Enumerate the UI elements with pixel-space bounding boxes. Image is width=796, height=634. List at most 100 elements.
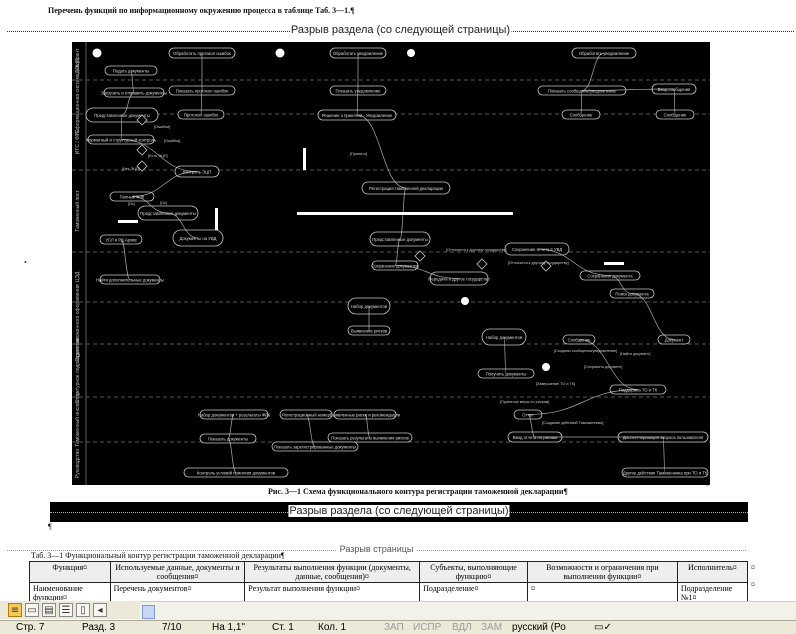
lane-label: Таможенный инспектор: [74, 392, 81, 447]
lane-label: Отдел таможенного оформления: [75, 284, 81, 361]
guard-label: [Ок]: [160, 201, 167, 205]
guard-label: [Принято]: [350, 152, 367, 156]
activity-label: Другие действия Таможенника при ТО и ТК: [623, 470, 708, 475]
cell-executor[interactable]: Подразделение №1¤: [676, 582, 749, 601]
guard-label: [Относится к другому государству]: [446, 248, 507, 252]
flow-edge: [120, 114, 123, 140]
cell-subjects[interactable]: Подразделение¤: [419, 582, 528, 601]
status-ovr[interactable]: ЗАМ: [481, 622, 503, 633]
status-ext[interactable]: ВДЛ: [452, 622, 472, 633]
section-break-bottom: Разрыв раздела (со следующей страницы): [50, 502, 748, 522]
decision-node: [136, 160, 148, 172]
guard-label: [Созданы сообщения/уведомление]: [554, 349, 617, 353]
decision-node: [540, 260, 552, 272]
lane-label: Информационная система / ЭЦП: [75, 58, 81, 136]
guard-label: [Принятые меры по рискам]: [500, 400, 549, 404]
flow-edge: [536, 248, 611, 276]
flow-edge: [305, 414, 316, 447]
activity-label: Набор документов + результаты ФЛК: [198, 412, 271, 417]
cell-function[interactable]: Наименование функции¤: [29, 582, 111, 601]
fork-bar: [118, 220, 138, 223]
status-line: Ст. 1: [272, 622, 294, 633]
lane-label: ИТС / ФТС: [75, 129, 81, 154]
status-column: Кол. 1: [318, 622, 347, 633]
view-buttons: ≡ ▭ ▤ ☰ ▯ ◂: [0, 601, 140, 619]
activity-label: Документы на УВД: [180, 236, 217, 241]
flow-edge: [227, 438, 237, 473]
header-constraints: Возможности и ограничения при выполнении…: [526, 561, 678, 583]
horizontal-scrollbar[interactable]: [140, 601, 796, 620]
cell-constraints[interactable]: ¤: [526, 582, 678, 601]
intro-line: Перечень функций по информационному окру…: [48, 6, 355, 15]
guard-label: [Сохранить документ]: [584, 365, 622, 369]
activity-label: Обработать уведомление: [579, 51, 630, 56]
activity-label: Передача в другое государство: [428, 276, 490, 281]
flow-edge: [581, 52, 605, 91]
table-caption: Таб. 3—1 Функциональный контур регистрац…: [31, 551, 285, 560]
normal-view-button[interactable]: ≡: [8, 603, 22, 617]
status-rec[interactable]: ЗАП: [384, 622, 404, 633]
page-break: Разрыв страницы: [7, 544, 746, 554]
activity-label: Протокол ошибок: [184, 112, 218, 117]
header-executor: Исполнитель¤: [676, 561, 749, 583]
activity-label: Показать уведомление: [336, 88, 382, 93]
lane-label: Декларант: [75, 48, 81, 73]
fork-bar: [303, 148, 306, 170]
section-break-top: Разрыв раздела (со следующей страницы): [7, 24, 794, 36]
start-node: [92, 48, 102, 58]
status-position: На 1,1": [212, 622, 246, 633]
guard-label: [Ок]: [128, 202, 135, 206]
web-view-button[interactable]: ▭: [25, 603, 39, 617]
flow-edge: [394, 265, 460, 279]
outline-view-button[interactable]: ☰: [59, 603, 73, 617]
lane-label: Руководство: [75, 449, 81, 478]
flow-edge: [131, 196, 169, 214]
status-language[interactable]: русский (Ро: [512, 622, 566, 633]
scroll-thumb[interactable]: [142, 605, 155, 619]
fork-bar: [604, 262, 624, 265]
activity-label: Показать протокол ошибок: [176, 88, 228, 93]
decision-node: [476, 258, 488, 270]
lane-label: Таможенный пост: [74, 190, 81, 232]
cell-inputs[interactable]: Перечень документов¤: [109, 582, 246, 601]
bullet-marker: •: [24, 258, 27, 267]
end-node: [407, 49, 415, 57]
document-page[interactable]: Перечень функций по информационному окру…: [0, 0, 796, 601]
decision-node: [136, 114, 148, 126]
fork-bar: [215, 208, 218, 230]
flow-edge: [131, 171, 198, 197]
section-break-label-2: Разрыв раздела (со следующей страницы): [288, 505, 510, 517]
guard-label: [Есть ЭЦП]: [148, 154, 168, 158]
spellcheck-icon[interactable]: ▭✓: [594, 622, 612, 633]
table-row: Наименование функции¤ Перечень документо…: [29, 582, 749, 601]
activity-label: Поддержка ТО и ТК: [619, 387, 658, 392]
flow-edge: [167, 212, 199, 239]
activity-label: Регистрация таможенной декларации: [369, 186, 443, 191]
flow-edge: [673, 88, 676, 115]
scroll-left-icon[interactable]: ◂: [93, 603, 107, 617]
decision-node: [136, 144, 148, 156]
status-pages: 7/10: [162, 622, 182, 633]
header-subjects: Субъекты, выполняющие функцию¤: [419, 561, 528, 583]
function-table[interactable]: Функция¤ Используемые данные, документы …: [29, 561, 749, 601]
activity-label: Контроль условий принятия документов: [197, 470, 276, 475]
print-layout-button[interactable]: ▤: [42, 603, 56, 617]
flow-edge: [580, 90, 583, 115]
reading-view-button[interactable]: ▯: [76, 603, 90, 617]
guard-label: [Нет ЭЦП]: [122, 167, 140, 171]
activity-label: Набор документов: [486, 335, 523, 340]
flow-edge: [581, 88, 675, 91]
guard-label: [Завершение ТО и ТК]: [536, 382, 575, 386]
flow-edge: [578, 339, 639, 390]
status-section: Разд. 3: [82, 622, 116, 633]
activity-label: Показать результаты выявления рисков: [331, 435, 409, 440]
paragraph-mark-2: ¶: [48, 522, 52, 531]
header-inputs: Используемые данные, документы и сообщен…: [109, 561, 246, 583]
status-trk[interactable]: ИСПР: [413, 622, 442, 633]
flow-edge: [200, 90, 203, 115]
header-function: Функция¤: [29, 561, 111, 583]
table-header-row: Функция¤ Используемые данные, документы …: [29, 561, 749, 583]
flow-edge: [120, 239, 131, 280]
cell-results[interactable]: Результат выполнения функции¤: [244, 582, 421, 601]
